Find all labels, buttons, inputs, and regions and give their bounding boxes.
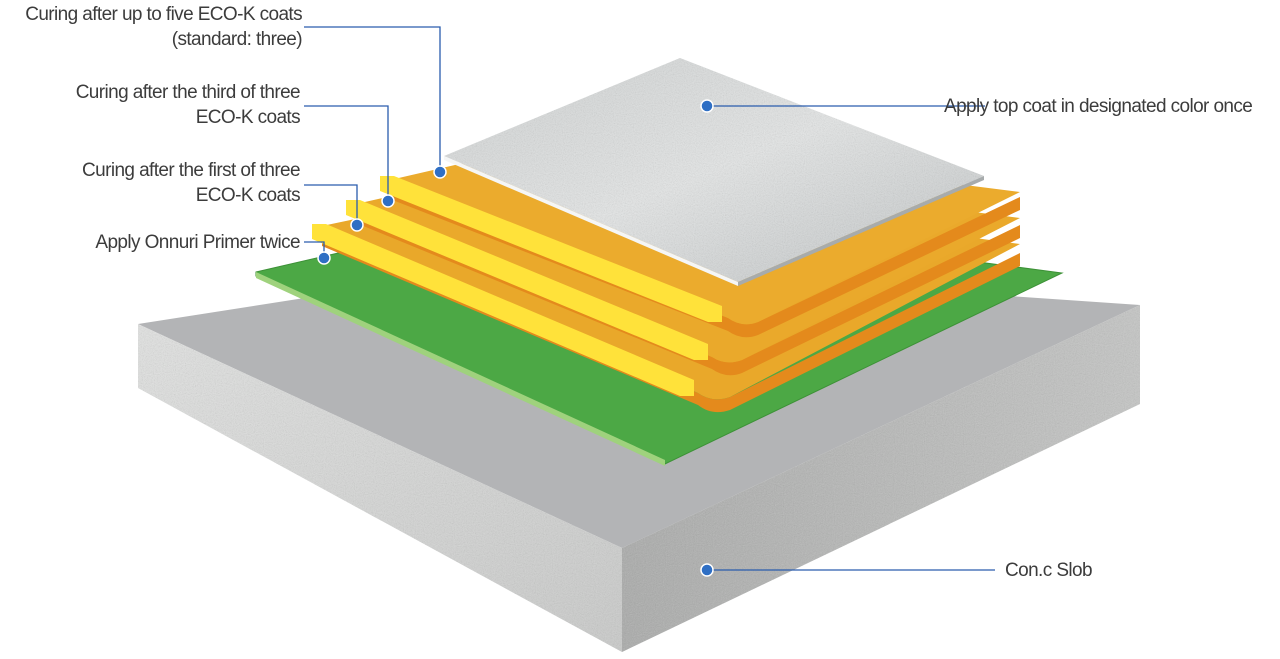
markers <box>317 99 714 577</box>
marker-five-coats <box>433 165 447 179</box>
label-first-coat-line2: ECO-K coats <box>195 185 301 206</box>
label-five-coats-line1: Curing after up to five ECO-K coats <box>25 4 302 25</box>
top-coat-layer <box>444 58 984 286</box>
marker-third-coat <box>381 194 395 208</box>
label-first-coat-line1: Curing after the first of three <box>82 160 301 181</box>
label-first-coat: Curing after the first of three ECO-K co… <box>82 158 301 208</box>
label-slab-text: Con.c Slob <box>1005 560 1093 581</box>
label-top-coat: Apply top coat in designated color once <box>944 94 1253 119</box>
leader-first-coat <box>304 184 358 225</box>
leader-third-coat <box>304 105 389 201</box>
label-five-coats-line2: (standard: three) <box>171 29 303 50</box>
slab-left-texture <box>138 324 622 652</box>
label-third-coat: Curing after the third of three ECO-K co… <box>75 80 301 130</box>
label-primer-text: Apply Onnuri Primer twice <box>95 232 300 253</box>
label-third-coat-line2: ECO-K coats <box>195 107 301 128</box>
marker-slab <box>700 563 714 577</box>
label-top-coat-text: Apply top coat in designated color once <box>944 96 1253 117</box>
marker-top-coat <box>700 99 714 113</box>
label-slab: Con.c Slob <box>1005 558 1093 583</box>
leader-lines <box>304 26 995 571</box>
marker-first-coat <box>350 218 364 232</box>
slab-right-texture <box>622 305 1140 652</box>
marker-primer <box>317 251 331 265</box>
label-third-coat-line1: Curing after the third of three <box>75 82 301 103</box>
label-primer: Apply Onnuri Primer twice <box>95 230 300 255</box>
leader-five-coats <box>304 26 441 172</box>
primer-edge <box>256 272 665 466</box>
label-five-coats: Curing after up to five ECO-K coats (sta… <box>25 2 302 52</box>
